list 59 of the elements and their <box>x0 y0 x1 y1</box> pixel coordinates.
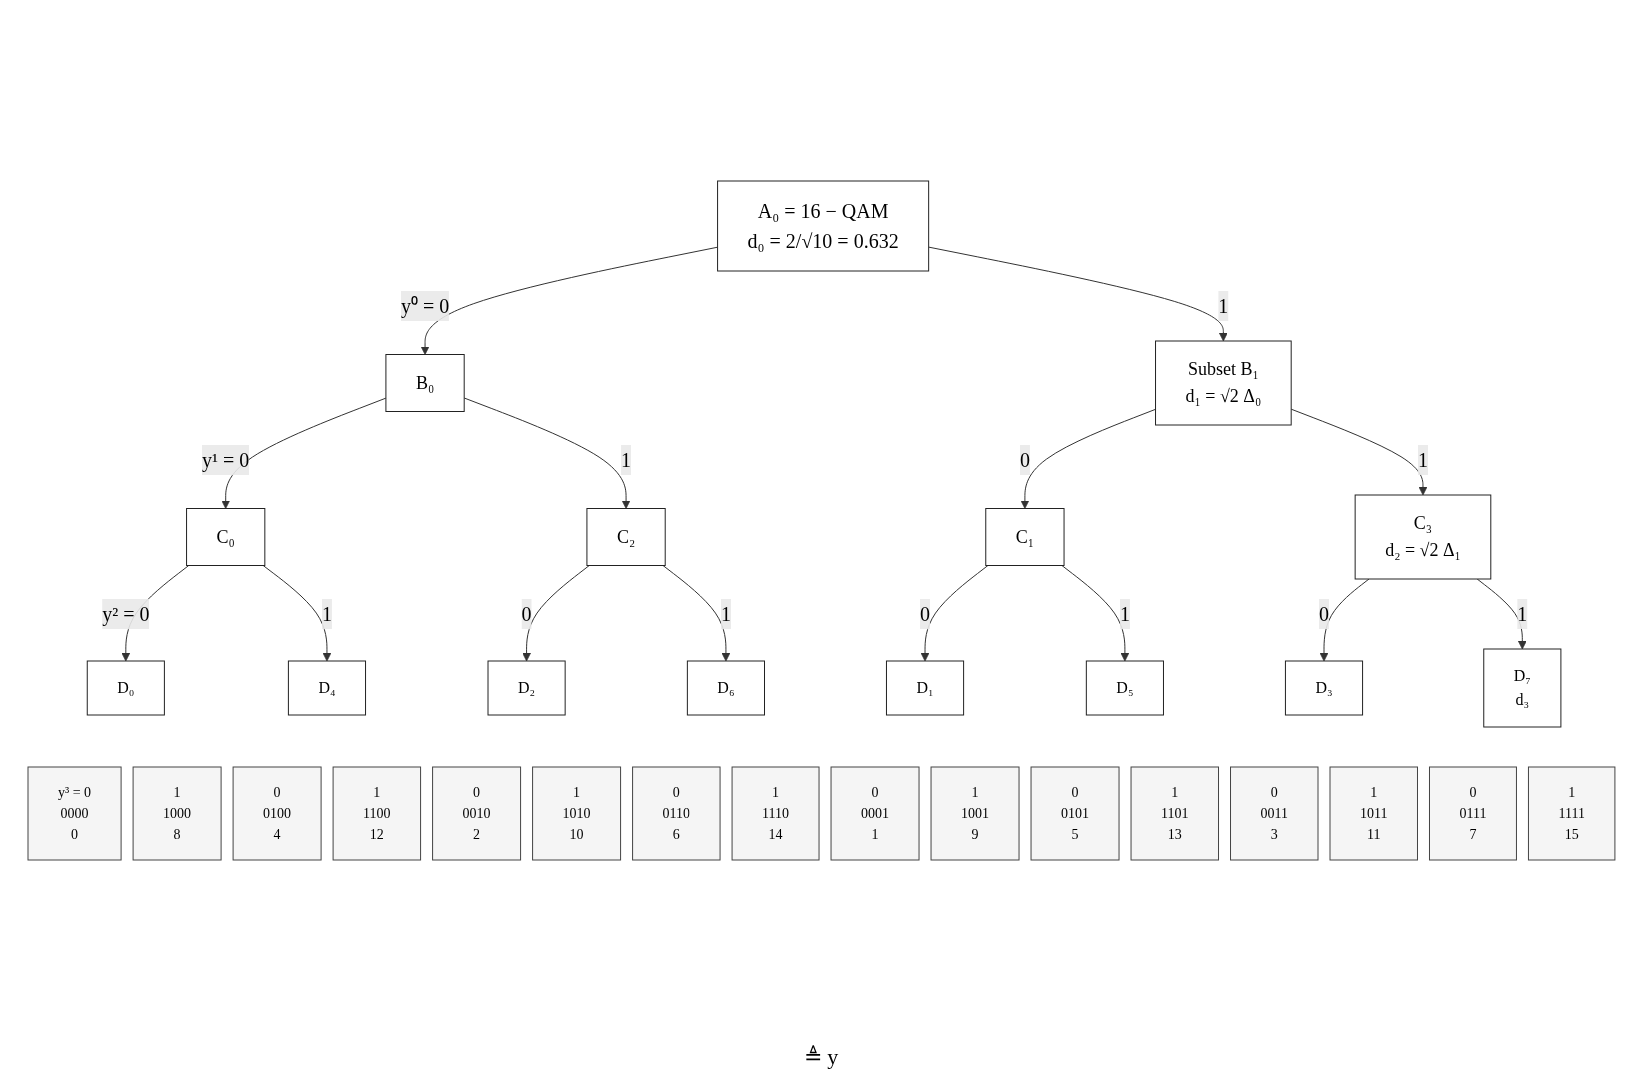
node-box: C₂ <box>585 507 666 566</box>
node-box: D₀ <box>86 660 165 715</box>
node-box: D₂ <box>487 660 566 715</box>
arrow <box>521 564 590 661</box>
edge-label: 1 <box>1119 602 1130 625</box>
edge-label: 1 <box>1417 448 1428 471</box>
node-box: 1 1010 10 <box>531 766 621 860</box>
node-box: 1 1001 9 <box>930 766 1020 860</box>
node-box: 0 0111 7 <box>1428 766 1517 860</box>
arrow <box>1060 564 1129 661</box>
node-box: 1 1110 14 <box>731 766 820 860</box>
edge-label: 1 <box>1516 602 1527 625</box>
node-box: 0 0101 5 <box>1030 766 1120 860</box>
edge-label: 0 <box>1318 602 1329 625</box>
note-text: ≜ y <box>803 1044 839 1069</box>
arrow <box>420 246 718 355</box>
arrow <box>920 564 988 661</box>
edge-label: 0 <box>521 602 532 625</box>
node-box: 0 0011 3 <box>1229 766 1319 860</box>
node-box: D₁ <box>885 660 964 715</box>
node-box: D₃ <box>1284 660 1363 715</box>
arrow <box>1020 408 1156 509</box>
edge-label: y² = 0 <box>101 602 150 625</box>
node-box: D₅ <box>1085 660 1164 715</box>
node-box: B₀ <box>384 353 465 412</box>
node-box: D₆ <box>686 660 765 715</box>
edge-label: 0 <box>919 602 930 625</box>
node-box: 1 1100 12 <box>332 766 421 860</box>
node-box: 0 0100 4 <box>232 766 322 860</box>
arrow <box>927 246 1228 341</box>
arrow <box>1476 578 1527 649</box>
node-box: C₃ d₂ = √2 Δ₁ <box>1354 494 1491 579</box>
edge-label: y¹ = 0 <box>201 448 249 471</box>
arrow <box>662 564 730 661</box>
node-box: D₄ <box>287 660 366 715</box>
edge-label: y⁰ = 0 <box>400 294 449 317</box>
node-box: 0 0010 2 <box>431 766 521 860</box>
edge-label: 1 <box>1217 294 1228 317</box>
node-box: A₀ = 16 − QAM d₀ = 2/√10 = 0.632 <box>716 180 929 271</box>
node-box: y³ = 0 0000 0 <box>27 766 122 860</box>
node-box: C₀ <box>185 507 265 566</box>
node-box: 1 1000 8 <box>132 766 222 860</box>
node-box: 0 0001 1 <box>830 766 920 860</box>
node-box: 0 0110 6 <box>631 766 721 860</box>
node-box: Subset B₁ d₁ = √2 Δ₀ <box>1154 340 1292 425</box>
edge-label: 1 <box>720 602 731 625</box>
edge-label: 1 <box>620 448 631 471</box>
arrow <box>262 564 331 661</box>
node-box: 1 1011 11 <box>1329 766 1418 860</box>
node-box: C₁ <box>984 507 1065 566</box>
arrow <box>463 397 630 509</box>
edge-label: 0 <box>1019 448 1030 471</box>
arrow <box>1290 408 1427 495</box>
node-box: 1 1111 15 <box>1527 766 1615 860</box>
edge-label: 1 <box>321 602 332 625</box>
node-box: 1 1101 13 <box>1130 766 1219 860</box>
arrow <box>220 397 386 509</box>
node-box: D₇ d₃ <box>1482 648 1561 727</box>
arrow <box>1319 578 1370 661</box>
